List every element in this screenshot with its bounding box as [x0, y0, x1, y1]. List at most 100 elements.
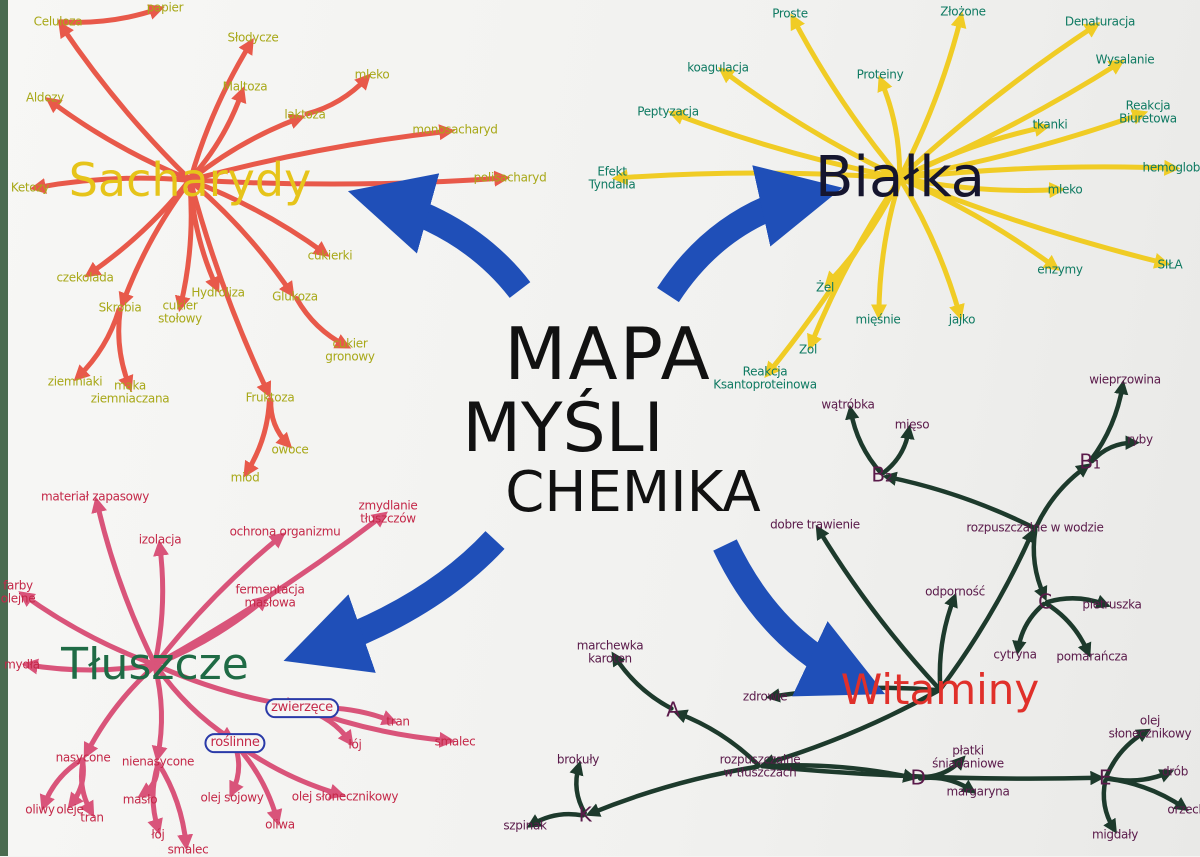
node-label: Peptyzacja — [637, 104, 699, 119]
branch-arrow — [898, 11, 967, 179]
branch-arrow — [73, 307, 122, 382]
branch-arrow — [526, 811, 586, 828]
node-label: cukierki — [307, 248, 353, 263]
branch-arrow — [189, 124, 456, 183]
node-label: koagulacja — [687, 60, 749, 75]
node-label: olej sojowy — [200, 790, 264, 805]
branch-arrow — [1012, 601, 1047, 656]
branch-arrow — [667, 109, 901, 180]
branch-arrow — [154, 511, 388, 667]
branch-arrow — [39, 757, 85, 812]
branch-arrow — [45, 97, 191, 182]
node-label: Zol — [799, 342, 817, 357]
node-label: Żel — [815, 280, 835, 295]
node-label: ochrona organizmu — [229, 524, 341, 539]
node-label: Maltoza — [222, 79, 268, 94]
branch-arrow — [154, 532, 286, 666]
branch-arrow — [116, 307, 134, 392]
node-label: izolacja — [138, 532, 182, 547]
branch-arrow — [759, 763, 1105, 786]
big-blue-arrow-3 — [283, 531, 505, 673]
node-label: Celuloza — [33, 14, 83, 29]
branch-arrow — [882, 471, 1036, 530]
branch-arrow — [672, 709, 761, 768]
branch-arrow — [188, 38, 254, 181]
branch-arrow — [899, 109, 1149, 180]
branch-arrow — [899, 176, 1171, 269]
branch-arrow — [294, 296, 352, 349]
node-label: Słodycze — [227, 30, 279, 45]
branch-arrow — [760, 688, 941, 769]
branch-arrow — [899, 175, 1066, 199]
branch-title-1: Białka — [815, 145, 985, 210]
node-label: laktoza — [284, 107, 326, 122]
node-label: Fruktoza — [245, 390, 295, 405]
branch-arrow — [718, 67, 901, 180]
branch-arrow — [899, 121, 1051, 180]
node-label: fermentacja masłowa — [235, 582, 305, 609]
node-label: wieprzowina — [1089, 372, 1161, 387]
node-label: drób — [1161, 764, 1189, 779]
branch-arrow — [243, 397, 272, 478]
branch-arrow — [58, 21, 192, 181]
branch-arrow — [845, 404, 884, 476]
node-label: Reakcja Biuretowa — [1119, 98, 1177, 125]
node-label: Glukoza — [272, 289, 318, 304]
node-label: migdały — [1091, 827, 1139, 842]
node-label: oliwy — [25, 802, 55, 817]
branch-arrow — [147, 761, 163, 836]
node-label: A — [666, 697, 680, 722]
branch-arrow — [815, 524, 941, 691]
node-label: wątróbka — [821, 397, 875, 412]
branch-arrow — [91, 496, 157, 666]
node-label: hemoglobina — [1142, 160, 1200, 175]
node-label: jajko — [948, 312, 976, 327]
node-label: cytryna — [993, 647, 1037, 662]
node-label: C — [1038, 589, 1052, 614]
node-label: masło — [122, 792, 158, 807]
node-label: mięśnie — [855, 312, 901, 327]
node-label: czekolada — [56, 270, 114, 285]
branch-arrow — [585, 764, 761, 817]
node-label: pomarańcza — [1056, 649, 1128, 664]
node-label: Wysalanie — [1095, 52, 1155, 67]
node-label: K — [578, 802, 592, 827]
branch-arrow — [29, 175, 190, 194]
node-label: odporność — [925, 584, 985, 599]
branch-arrow — [1044, 594, 1111, 609]
branch-arrow — [937, 592, 958, 691]
node-label: ziemniaki — [47, 374, 103, 389]
node-label: Proste — [772, 6, 808, 21]
branch-arrow — [1031, 527, 1048, 602]
node-label: Skrobia — [98, 300, 142, 315]
branch-arrow — [870, 177, 903, 321]
branch-arrow — [188, 86, 247, 181]
node-label: enzymy — [1037, 262, 1083, 277]
node-label: smalec — [434, 734, 476, 749]
branch-arrow — [18, 591, 156, 667]
branch-arrow — [1104, 776, 1189, 812]
branch-arrow — [611, 651, 674, 711]
branch-arrow — [877, 75, 903, 179]
node-label: Reakcja Ksantoproteinowa — [713, 364, 817, 391]
node-label: brokuły — [556, 752, 600, 767]
node-label: materiał zapasowy — [40, 489, 150, 504]
branch-arrow — [1088, 379, 1129, 463]
branch-arrow — [189, 178, 330, 257]
node-label: Hydroliza — [191, 285, 245, 300]
node-label: Złożone — [940, 4, 986, 19]
branch-arrow — [880, 424, 915, 476]
node-label: nienasycone — [121, 754, 195, 769]
node-label: SIŁA — [1157, 257, 1183, 272]
node-label: mięso — [894, 417, 930, 432]
node-label: E — [1098, 765, 1112, 790]
branch-arrow — [154, 664, 236, 743]
node-label: margaryna — [946, 784, 1010, 799]
node-label: płatki śniadaniowe — [932, 743, 1004, 770]
node-label: olej słonecznikowy — [1108, 713, 1192, 740]
node-label: farby olejne — [0, 578, 36, 605]
node-label: tkanki — [1032, 117, 1068, 132]
node-label: zmydlanie tłuszczów — [358, 498, 418, 525]
node-label: łój — [151, 827, 165, 842]
